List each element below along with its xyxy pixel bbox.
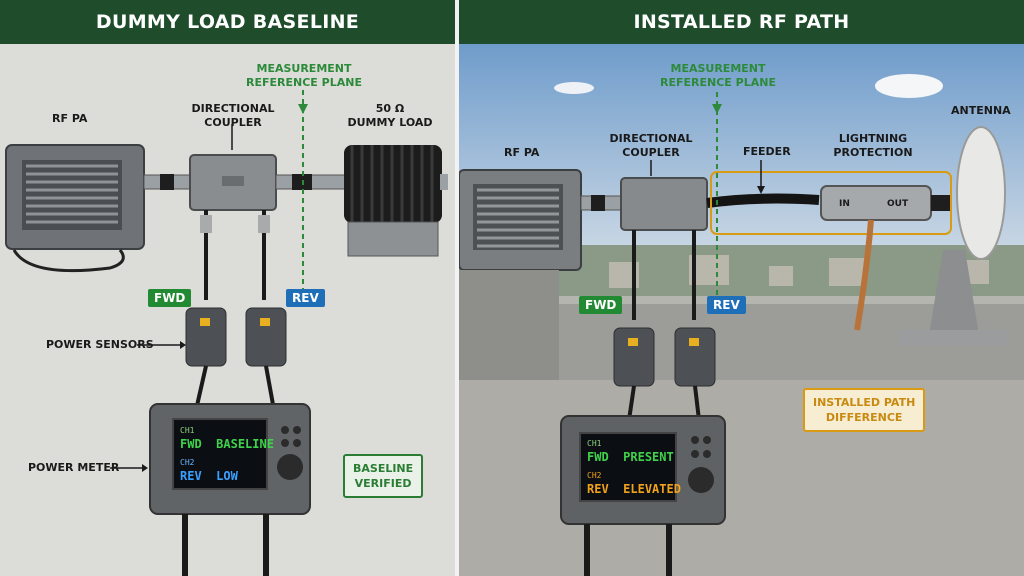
ch2-reading: REV LOW: [180, 469, 238, 483]
protector-out-label: OUT: [887, 199, 909, 209]
dummy-load: [344, 145, 448, 257]
meter-screen-right: CH1 FWD PRESENT CH2 REV ELEVATED: [579, 432, 681, 502]
left-panel: DUMMY LOAD BASELINE: [0, 0, 455, 576]
rev-tag-right: REV: [707, 296, 746, 314]
ch1-label-right: CH1: [587, 439, 602, 448]
ch2-name-right: REV: [587, 482, 609, 496]
ch1-reading: FWD BASELINE: [180, 437, 274, 451]
note-line1: BASELINE: [353, 462, 414, 475]
fwd-tag: FWD: [148, 289, 192, 307]
ch2-name: REV: [180, 469, 202, 483]
fwd-tag-right: FWD: [579, 296, 623, 314]
ch1-reading-right: FWD PRESENT: [587, 450, 674, 464]
right-illustration: [459, 44, 1024, 576]
left-illustration: [5, 90, 448, 576]
reference-label-line2: REFERENCE PLANE: [246, 76, 362, 89]
right-title: INSTALLED RF PATH: [459, 0, 1024, 44]
protector-in-label: IN: [839, 199, 850, 209]
rf-pa-unit: [5, 144, 145, 273]
ch1-state: BASELINE: [216, 437, 274, 451]
note-right-line1: INSTALLED PATH: [813, 396, 916, 409]
installed-path-difference-note: INSTALLED PATH DIFFERENCE: [803, 388, 926, 432]
feeder-label: FEEDER: [743, 145, 791, 158]
reference-label-line1: MEASUREMENT: [256, 62, 352, 75]
reference-right-line1: MEASUREMENT: [670, 62, 766, 75]
power-meter-label: POWER METER: [28, 461, 120, 474]
meter-screen: CH1 FWD BASELINE CH2 REV LOW: [172, 418, 274, 490]
rf-pa-label: RF PA: [52, 112, 88, 125]
baseline-verified-note: BASELINE VERIFIED: [343, 454, 424, 498]
rf-pa-label-right: RF PA: [504, 146, 540, 159]
dummy-label-line1: 50 Ω: [375, 102, 405, 115]
dummy-load-label: 50 Ω DUMMY LOAD: [340, 102, 440, 130]
coupler-label: DIRECTIONAL COUPLER: [190, 102, 276, 130]
power-sensors-label: POWER SENSORS: [46, 338, 154, 351]
lightning-protection-label: LIGHTNING PROTECTION: [833, 132, 913, 160]
coupler-label-line2: COUPLER: [204, 116, 262, 129]
reference-plane-label-right: MEASUREMENT REFERENCE PLANE: [659, 62, 777, 90]
ch2-label: CH2: [180, 458, 195, 467]
ch1-name: FWD: [180, 437, 202, 451]
reference-right-line2: REFERENCE PLANE: [660, 76, 776, 89]
reference-plane-label: MEASUREMENT REFERENCE PLANE: [245, 62, 363, 90]
panel-divider: [455, 0, 459, 576]
ch2-state-right: ELEVATED: [623, 482, 681, 496]
dummy-label-line2: DUMMY LOAD: [347, 116, 433, 129]
left-title: DUMMY LOAD BASELINE: [0, 0, 455, 44]
right-panel: INSTALLED RF PATH RF PA DIRECTIONAL COUP…: [459, 0, 1024, 576]
ch1-label: CH1: [180, 426, 195, 435]
lightning-line2: PROTECTION: [833, 146, 913, 159]
antenna-label: ANTENNA: [951, 104, 1011, 117]
ch2-reading-right: REV ELEVATED: [587, 482, 681, 496]
ch2-label-right: CH2: [587, 471, 602, 480]
rev-tag: REV: [286, 289, 325, 307]
coupler-right-line2: COUPLER: [622, 146, 680, 159]
note-line2: VERIFIED: [354, 477, 412, 490]
coupler-label-right: DIRECTIONAL COUPLER: [605, 132, 697, 160]
coupler-label-line1: DIRECTIONAL: [191, 102, 275, 115]
ch2-state: LOW: [216, 469, 238, 483]
ch1-name-right: FWD: [587, 450, 609, 464]
coupler-right-line1: DIRECTIONAL: [609, 132, 693, 145]
lightning-line1: LIGHTNING: [838, 132, 908, 145]
note-right-line2: DIFFERENCE: [825, 411, 903, 424]
ch1-state-right: PRESENT: [623, 450, 674, 464]
